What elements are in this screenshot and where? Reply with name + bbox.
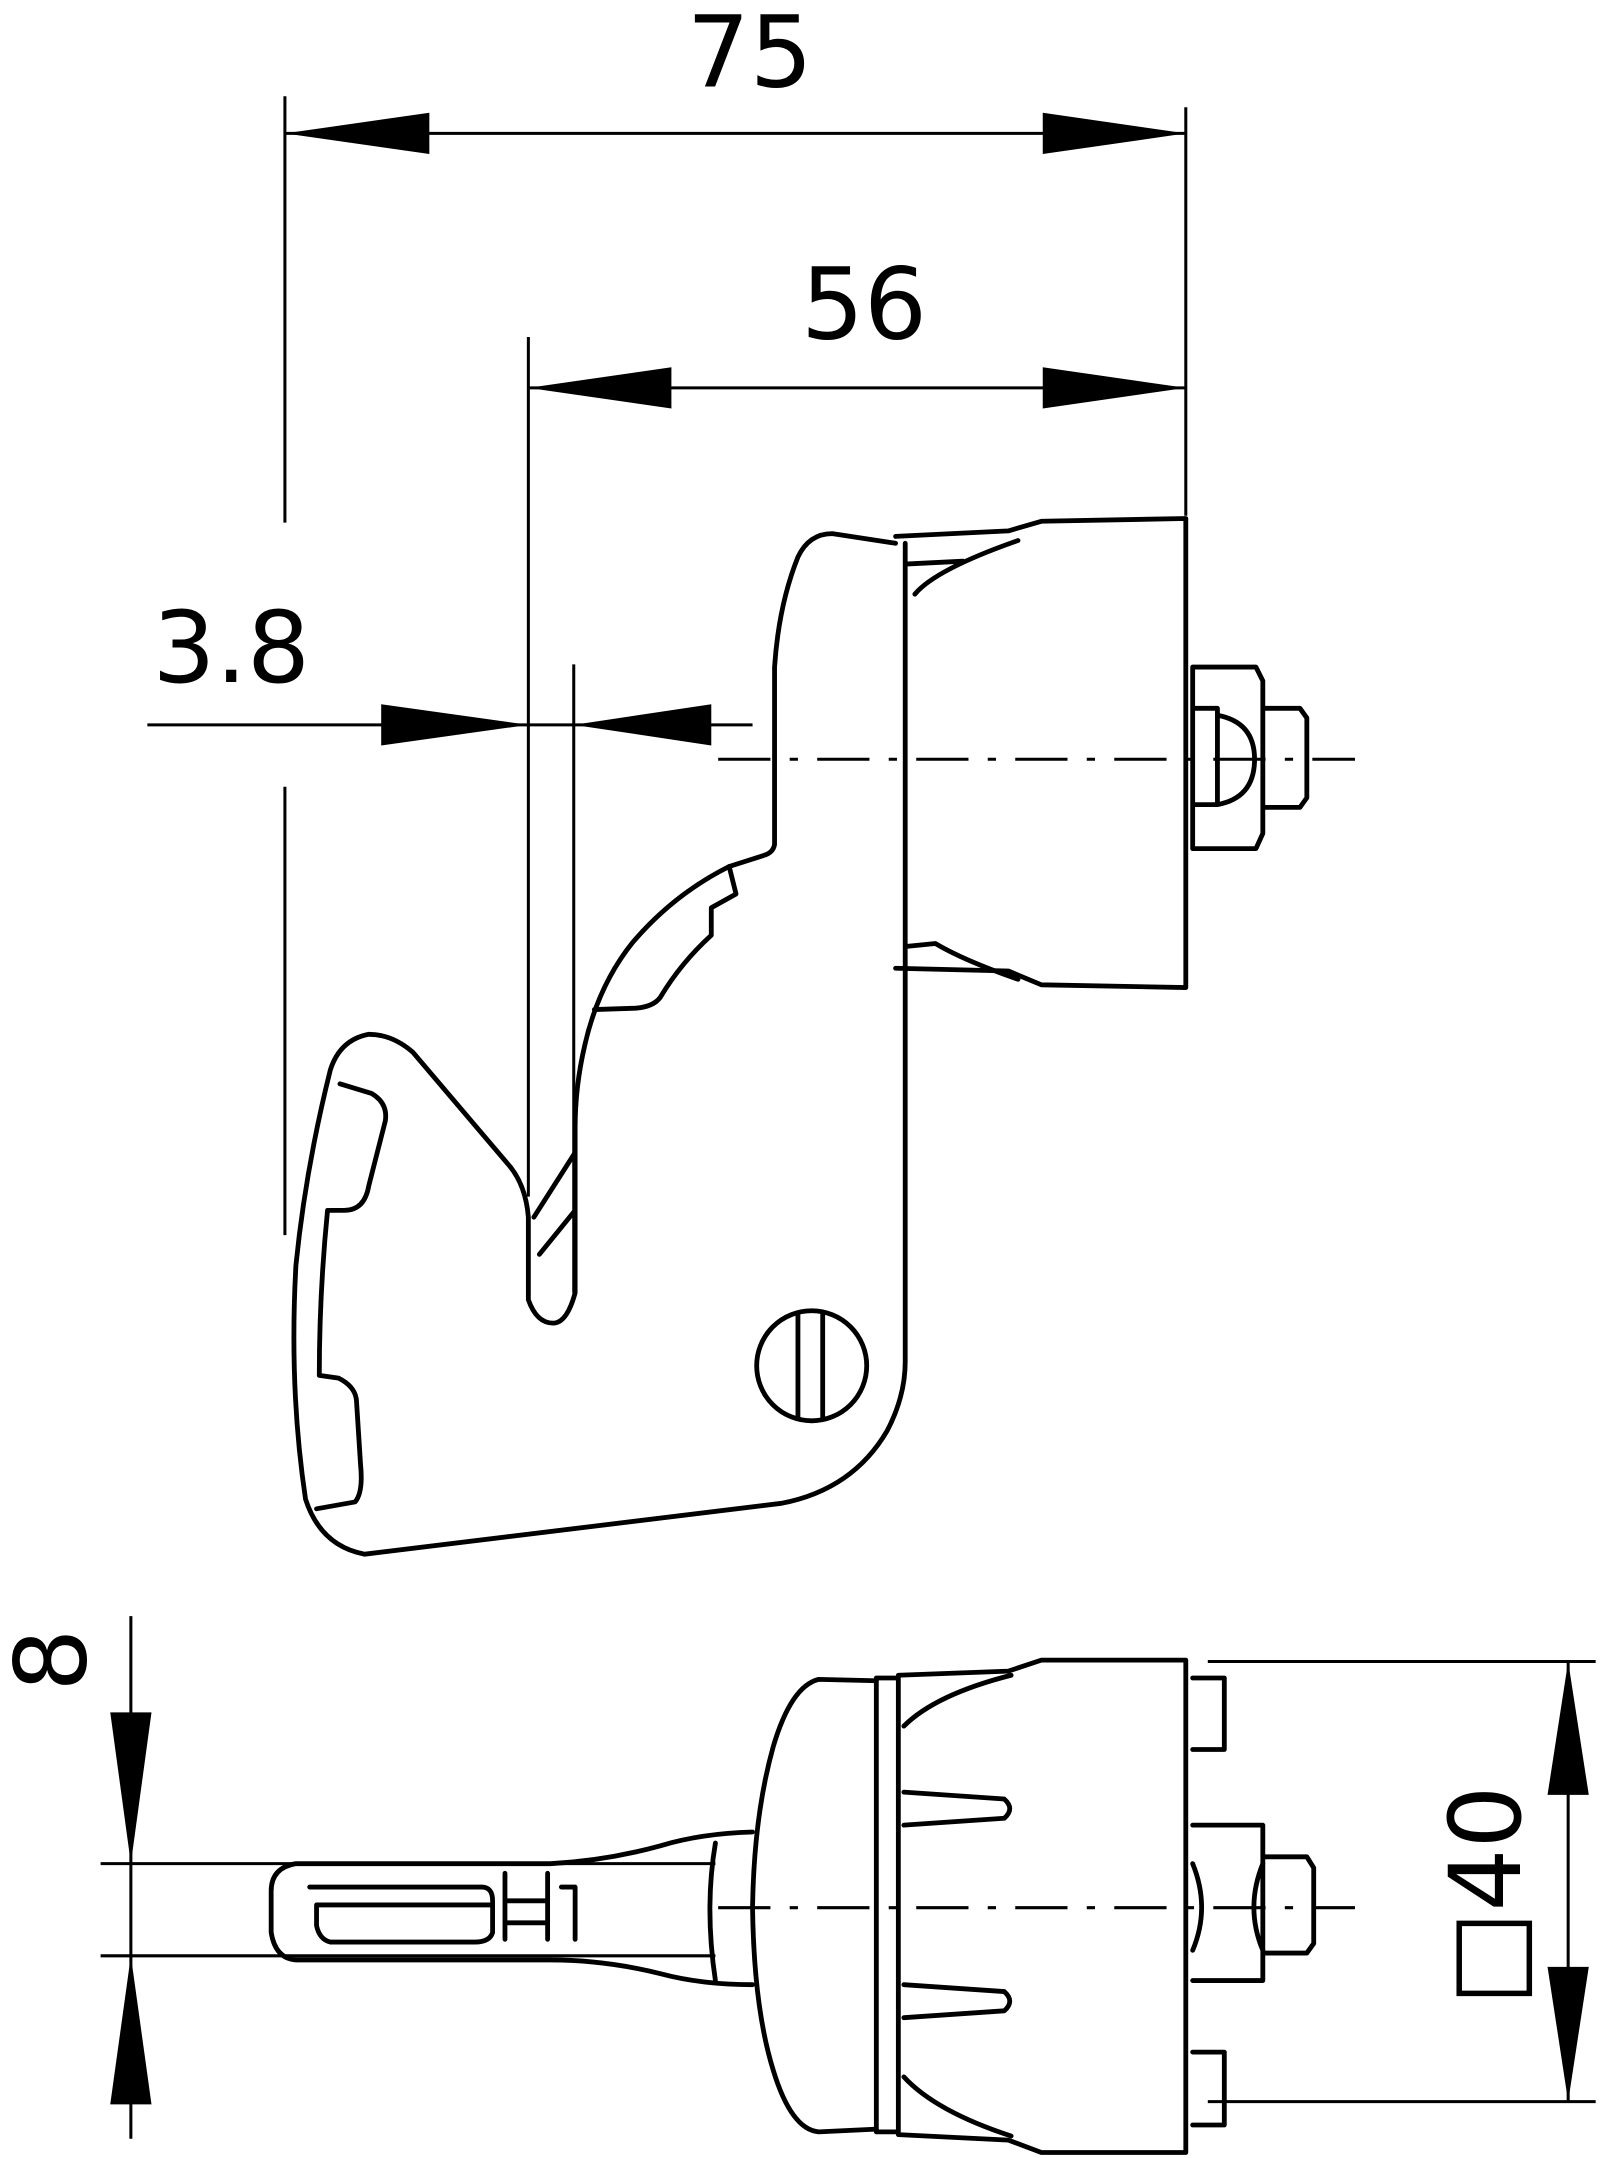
top-view	[268, 1657, 1317, 2155]
arrowhead	[110, 1955, 152, 2105]
key-blade	[314, 1081, 389, 1512]
plate	[873, 1675, 901, 2135]
key-tongue	[591, 864, 739, 1012]
dome	[750, 1676, 879, 2135]
arrowhead	[1547, 1661, 1589, 1795]
lock-plate	[291, 531, 908, 1557]
arrowhead	[1547, 1966, 1589, 2102]
dimension-label-40: □40	[1429, 1786, 1544, 2006]
dimension-3-8: 3.8	[147, 591, 753, 1293]
hex-nut	[1190, 1675, 1317, 2128]
dimension-75: 75	[283, 0, 1188, 523]
arrowhead	[573, 704, 712, 746]
dimension-8: 8	[0, 1616, 716, 2139]
dimension-label-3-8: 3.8	[153, 591, 310, 706]
arrowhead	[1042, 367, 1186, 409]
dimension-56: 56	[526, 247, 1186, 1197]
key-shaft	[268, 1829, 755, 1988]
dimension-label-8: 8	[0, 1629, 109, 1692]
cylinder-head	[893, 516, 1189, 990]
arrowhead	[110, 1712, 152, 1864]
dimension-label-56: 56	[801, 247, 927, 362]
arrowhead	[528, 367, 672, 409]
arrowhead	[284, 112, 430, 155]
screw	[754, 1308, 870, 1424]
cylinder-head	[895, 1657, 1189, 2155]
hex-nut	[1190, 664, 1310, 852]
arrowhead	[381, 704, 529, 746]
side-view	[291, 516, 1310, 1557]
dimension-40: □40	[1207, 1659, 1596, 2104]
arrowhead	[1042, 112, 1186, 155]
dimension-label-75: 75	[687, 0, 813, 111]
